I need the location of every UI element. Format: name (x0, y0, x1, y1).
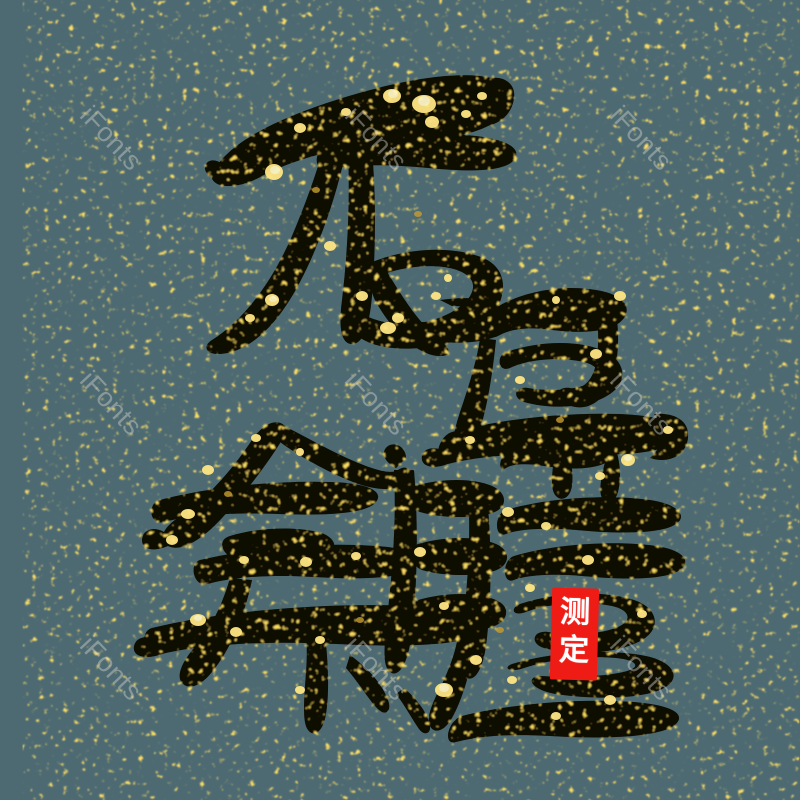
red-seal-stamp: 测 定 (549, 587, 600, 681)
seal-character-top: 测 (559, 595, 591, 630)
gold-flecks (166, 89, 673, 720)
seal-character-bottom: 定 (558, 633, 590, 668)
